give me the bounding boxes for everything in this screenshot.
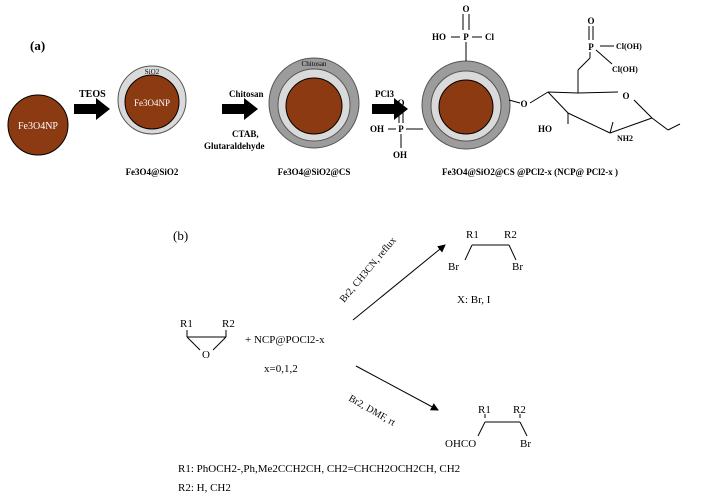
upper-conditions: Br2, CH3CN, reflux (338, 235, 399, 305)
side-cl-oh-2: Cl(OH) (612, 65, 638, 74)
part-b-label: (b) (173, 228, 188, 243)
legend-r1: R1: PhOCH2-,Ph,Me2CCH2CH, CH2=CHCH2OCH2C… (178, 463, 460, 475)
ncp-pcl-particle (421, 60, 511, 150)
x-values: x=0,1,2 (264, 363, 298, 375)
left-o: O (397, 98, 404, 108)
top-phosphonate (451, 14, 482, 61)
arrow-1 (74, 98, 110, 120)
ring-o: O (622, 91, 629, 101)
glucosamine-ring (529, 26, 681, 134)
ring-o-link: O (520, 99, 527, 109)
product2-ohco: OHCO (445, 438, 476, 450)
left-oh: OH (393, 150, 407, 160)
core-label: Fe3O4NP (134, 98, 170, 108)
reagent-teos: TEOS (79, 89, 106, 100)
particle-sugar-bond (508, 99, 521, 104)
shell-label: Chitosan (302, 60, 327, 68)
epoxide-r1: R1 (180, 318, 193, 330)
part-a-label: (a) (30, 38, 45, 53)
caption-ncp-pcl: Fe3O4@SiO2@CS @PCl2-x (NCP@ PCl2-x ) (442, 167, 618, 177)
reagent-glutaraldehyde: Glutaraldehyde (204, 141, 265, 151)
product1-br-right: Br (512, 261, 523, 273)
shell-label: SiO2 (145, 68, 160, 76)
core (285, 77, 343, 135)
left-oh-top: OH (370, 124, 384, 134)
product-formate-bromide (477, 414, 528, 437)
product-dihalide (464, 244, 517, 261)
side-o: O (587, 16, 594, 26)
reagent-ctab: CTAB, (232, 129, 259, 139)
fe3o4-sio2-particle: SiO2 Fe3O4NP (117, 65, 187, 135)
top-p: P (463, 32, 469, 42)
reagent-chitosan: Chitosan (229, 89, 264, 99)
core (124, 74, 180, 130)
reagent-ncp-pocl: + NCP@POCl2-x (245, 334, 325, 346)
arrow-2 (222, 98, 258, 120)
upper-arrow (352, 244, 446, 321)
ring-nh2: NH2 (617, 134, 633, 143)
fe3o4-nanoparticle: Fe3O4NP (7, 94, 69, 156)
top-cl: Cl (485, 32, 494, 42)
lower-arrow (355, 365, 439, 411)
top-o: O (462, 4, 469, 14)
side-p: P (588, 42, 594, 52)
top-ho: HO (432, 32, 446, 42)
fe3o4-sio2-cs-particle: Chitosan (268, 57, 360, 149)
product1-note: X: Br, I (457, 294, 491, 306)
caption-fe3o4-sio2: Fe3O4@SiO2 (126, 167, 179, 177)
epoxide-reactant (186, 330, 227, 351)
lower-conditions: Br2, DMF, rt (347, 393, 398, 429)
left-p: P (398, 124, 404, 134)
epoxide-r2: R2 (222, 318, 235, 330)
epoxide-o: O (202, 349, 210, 361)
core-label: Fe3O4NP (18, 121, 58, 132)
core (438, 79, 494, 135)
caption-fe3o4-sio2-cs: Fe3O4@SiO2@CS (278, 167, 351, 177)
product2-br: Br (520, 438, 531, 450)
product1-br-left: Br (448, 261, 459, 273)
left-phosphonate (388, 108, 423, 148)
product2-r1: R1 (478, 404, 491, 416)
ring-ho: HO (538, 124, 552, 134)
side-cl-oh-1: Cl(OH) (616, 42, 642, 51)
reagent-pcl3: PCl3 (375, 89, 394, 99)
core (7, 94, 69, 156)
product1-r2: R2 (504, 229, 517, 241)
product2-r2: R2 (513, 404, 526, 416)
legend-r2: R2: H, CH2 (178, 482, 231, 494)
product1-r1: R1 (466, 229, 479, 241)
